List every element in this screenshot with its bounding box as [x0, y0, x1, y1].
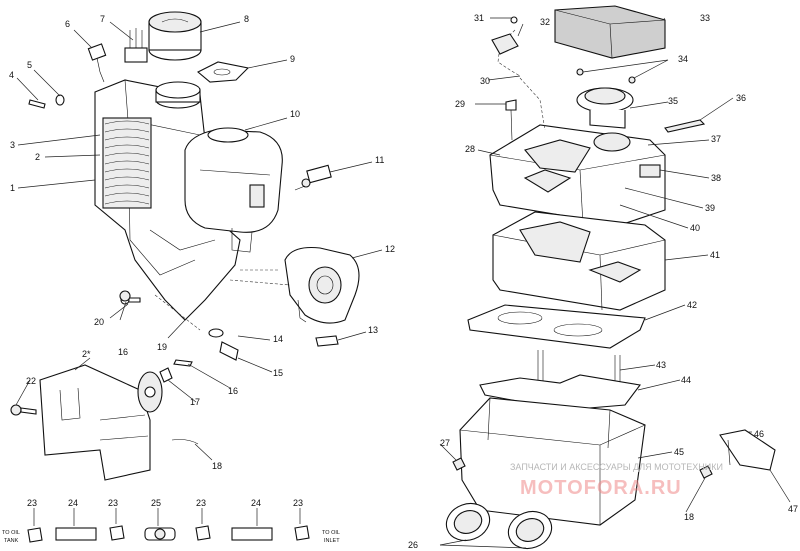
- callout-20: 20: [94, 317, 104, 327]
- callout-27: 27: [440, 438, 450, 448]
- watermark: ЗАПЧАСТИ И АКСЕССУАРЫ ДЛЯ МОТОТЕХНИКИ MO…: [510, 462, 723, 499]
- gasket-plate-airbox: [467, 304, 646, 349]
- callout-25: 25: [151, 498, 161, 508]
- intake-boots: [445, 502, 553, 550]
- side-bracket: [719, 429, 776, 471]
- callout-33: 33: [700, 13, 710, 23]
- callout-17: 17: [190, 397, 200, 407]
- callout-23-b: 23: [108, 498, 118, 508]
- callout-18-left: 18: [212, 461, 222, 471]
- callout-3: 3: [10, 140, 15, 150]
- callout-30: 30: [480, 76, 490, 86]
- note-to-oil-tank-2: TANK: [4, 538, 19, 544]
- callout-14: 14: [273, 334, 283, 344]
- watermark-logo: MOTOFORA.RU: [520, 477, 682, 499]
- airbox-housing: [492, 211, 666, 311]
- gasket-plate: [197, 61, 250, 83]
- mounting-bracket: [39, 364, 163, 481]
- leader-lines: [15, 17, 791, 549]
- callout-23-a: 23: [27, 498, 37, 508]
- callout-38: 38: [711, 173, 721, 183]
- callout-13: 13: [368, 325, 378, 335]
- callout-16-upper: 16: [118, 347, 128, 357]
- routing-notes: TO OIL TANK TO OIL INLET: [2, 530, 340, 544]
- callout-39: 39: [705, 203, 715, 213]
- airbox-assembly: [445, 5, 776, 550]
- callout-12: 12: [385, 244, 395, 254]
- callout-numbers: 1 2 3 4 5 6 7 8 9 10 11 12 13 14 15 16 1…: [9, 13, 798, 550]
- callout-24-b: 24: [251, 498, 261, 508]
- callout-19: 19: [157, 342, 167, 352]
- callout-41: 41: [710, 250, 720, 260]
- callout-18-right: 18: [684, 512, 694, 522]
- callout-4: 4: [9, 70, 14, 80]
- callout-9: 9: [290, 54, 295, 64]
- callout-43: 43: [656, 360, 666, 370]
- callout-42: 42: [687, 300, 697, 310]
- callout-44: 44: [681, 375, 691, 385]
- callout-45: 45: [674, 447, 684, 457]
- callout-32: 32: [540, 17, 550, 27]
- callout-6: 6: [65, 19, 70, 29]
- callout-46: 46: [754, 429, 764, 439]
- callout-16-lower: 16: [228, 386, 238, 396]
- callout-23-d: 23: [293, 498, 303, 508]
- callout-29: 29: [455, 99, 465, 109]
- callout-47: 47: [788, 504, 798, 514]
- callout-37: 37: [711, 134, 721, 144]
- oil-pump: [284, 246, 360, 324]
- callout-5: 5: [27, 60, 32, 70]
- note-to-oil-inlet-1: TO OIL: [322, 530, 340, 536]
- hose-line-set: [27, 525, 310, 543]
- callout-11: 11: [375, 155, 384, 165]
- callout-36: 36: [736, 93, 746, 103]
- sensor-plug: [87, 43, 107, 61]
- callout-31: 31: [474, 13, 484, 23]
- callout-28: 28: [465, 144, 475, 154]
- callout-34: 34: [678, 54, 688, 64]
- callout-24-a: 24: [68, 498, 78, 508]
- callout-10: 10: [290, 109, 300, 119]
- callout-2-star: 2*: [82, 349, 91, 359]
- note-to-oil-tank-1: TO OIL: [2, 530, 20, 536]
- callout-8: 8: [244, 14, 249, 24]
- callout-1: 1: [10, 183, 15, 193]
- callout-35: 35: [668, 96, 678, 106]
- callout-22: 22: [26, 376, 36, 386]
- airbox-base: [459, 397, 646, 526]
- callout-15: 15: [273, 368, 283, 378]
- outlet-fitting: [294, 164, 332, 191]
- callout-26: 26: [408, 540, 418, 550]
- watermark-text: ЗАПЧАСТИ И АКСЕССУАРЫ ДЛЯ МОТОТЕХНИКИ: [510, 462, 723, 472]
- note-to-oil-inlet-2: INLET: [324, 538, 340, 544]
- airbox-lid: [489, 124, 666, 226]
- callout-40: 40: [690, 223, 700, 233]
- callout-7: 7: [100, 14, 105, 24]
- foam-element: [554, 5, 666, 59]
- callout-2: 2: [35, 152, 40, 162]
- callout-23-c: 23: [196, 498, 206, 508]
- oil-reservoir: [184, 129, 283, 233]
- oil-tank-assembly: [10, 11, 360, 543]
